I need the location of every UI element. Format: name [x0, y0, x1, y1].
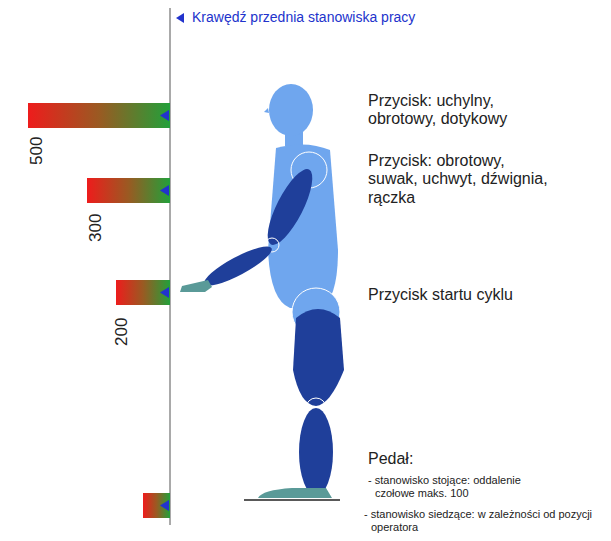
dimension: 200: [112, 318, 132, 346]
edge-title: Krawędź przednia stanowiska pracy: [192, 9, 492, 25]
pedal-note: - stanowisko siedzące: w zależności od p…: [364, 508, 607, 533]
dimension: 300: [86, 214, 106, 242]
pedal-note: - stanowisko stojące: oddalenie czołowe …: [368, 474, 535, 499]
dimension: 500: [27, 137, 47, 165]
pedal-label: Pedał:: [368, 450, 568, 468]
distance-bars: [28, 103, 170, 518]
edge-arrow: [176, 13, 184, 23]
edge-line: [170, 8, 171, 525]
human-figure: [180, 84, 344, 500]
control-label: Przycisk: uchylny, obrotowy, dotykowy: [368, 92, 553, 129]
control-label: Przycisk startu cyklu: [368, 286, 598, 304]
control-label: Przycisk: obrotowy, suwak, uchwyt, dźwig…: [368, 152, 553, 207]
